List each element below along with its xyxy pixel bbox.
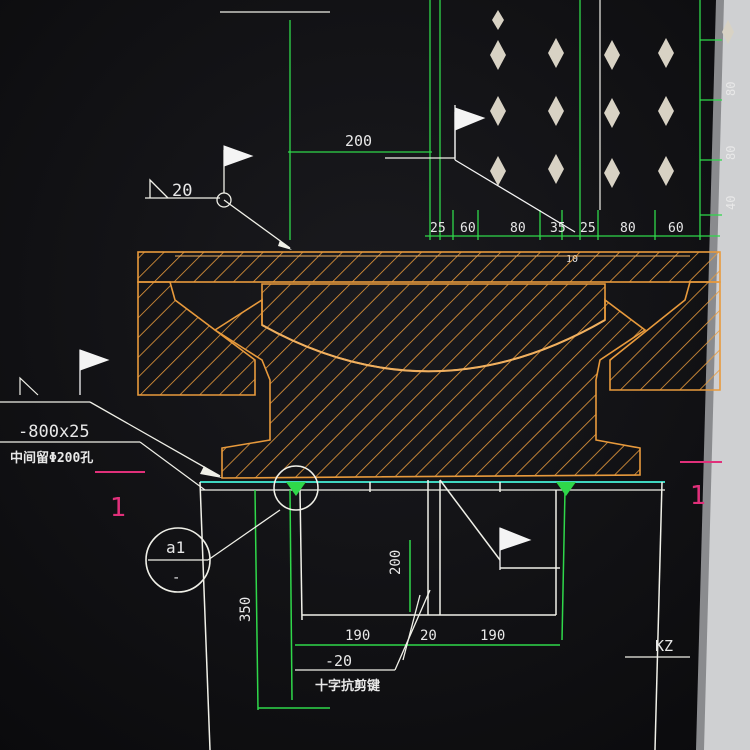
dim-row-25b: 25 [580, 221, 596, 236]
minus-20-label: -20 [325, 652, 352, 670]
dim-row-80b: 80 [620, 221, 636, 236]
dim-row-25a: 25 [430, 221, 446, 236]
flag-icon [454, 105, 576, 233]
diamond-pattern [490, 10, 734, 188]
stiffener-callout: -20 十字抗剪键 [295, 589, 431, 694]
dim-row-60b: 60 [668, 221, 684, 236]
stiffener-label: 十字抗剪键 [315, 678, 380, 694]
top-dimension-lines [288, 0, 722, 240]
bubble-bottom-label: - [172, 570, 180, 586]
bubble-top-label: a1 [166, 538, 185, 557]
flag-icon [223, 145, 254, 167]
dim-right-40: 40 [724, 196, 738, 210]
dim-b-190b: 190 [480, 628, 505, 644]
dim-right-80b: 80 [724, 146, 738, 160]
monitor-bezel [700, 0, 750, 750]
flag-icon [79, 349, 110, 395]
dim-v-200: 200 [388, 550, 404, 575]
weld-marks [286, 482, 576, 496]
plate-spec-label: -800x25 [18, 422, 90, 442]
dim-right-80a: 80 [724, 82, 738, 96]
dim-top-200: 200 [345, 132, 372, 150]
bearing-left-housing [137, 281, 256, 396]
weld-symbol-angle: 20 [145, 150, 292, 250]
kz-label: KZ [655, 637, 673, 655]
dim-row-60a: 60 [460, 221, 476, 236]
bearing-top-plate [137, 251, 721, 283]
bearing-right-housing [609, 281, 721, 391]
dim-row-35: 35 [550, 221, 566, 236]
dim-row-80a: 80 [510, 221, 526, 236]
section-label-right: 1 [690, 481, 707, 511]
section-label-left: 1 [110, 493, 127, 523]
column-dimension-lines [254, 489, 566, 711]
flag-icon [499, 527, 532, 570]
detail-bubble: a1 - [145, 509, 281, 593]
column-outline [199, 479, 663, 750]
dim-v-350: 350 [238, 597, 254, 622]
dim-b-190a: 190 [345, 628, 370, 644]
angle-20-label: 20 [172, 181, 192, 201]
bearing-assembly [137, 251, 721, 479]
hole-note-label: 中间留Φ200孔 [10, 450, 93, 466]
dim-b-20: 20 [420, 628, 437, 644]
plate-callout: -800x25 中间留Φ200孔 [0, 376, 222, 491]
detail-circle [273, 465, 319, 511]
